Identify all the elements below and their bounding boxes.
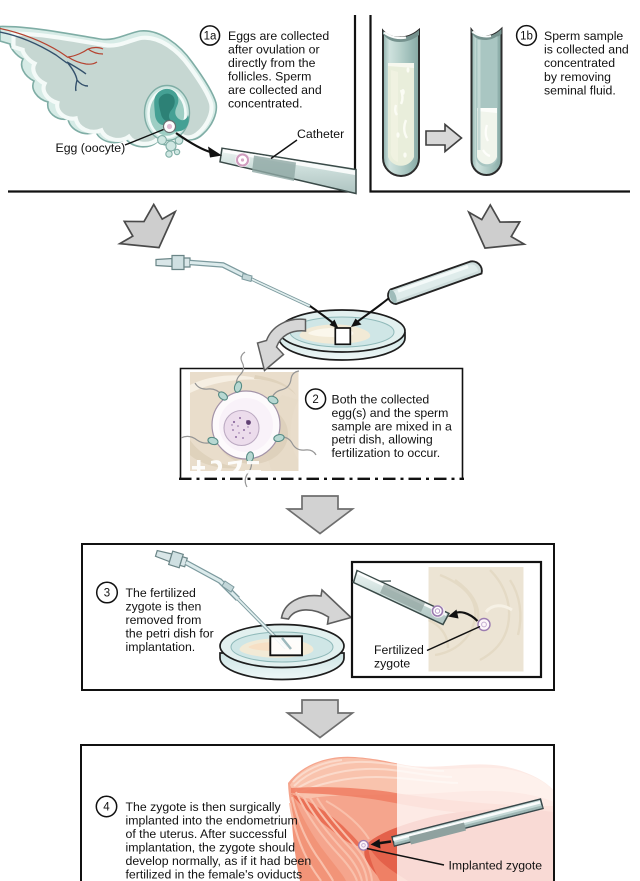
- svg-text:1b: 1b: [520, 31, 533, 43]
- svg-text:1a: 1a: [204, 31, 217, 43]
- svg-text:Implanted zygote: Implanted zygote: [449, 859, 543, 873]
- svg-text:4: 4: [103, 802, 110, 814]
- svg-text:2: 2: [312, 394, 318, 406]
- svg-text:Catheter: Catheter: [297, 127, 344, 141]
- svg-text:3: 3: [104, 588, 110, 600]
- svg-text:Egg (oocyte): Egg (oocyte): [56, 141, 126, 155]
